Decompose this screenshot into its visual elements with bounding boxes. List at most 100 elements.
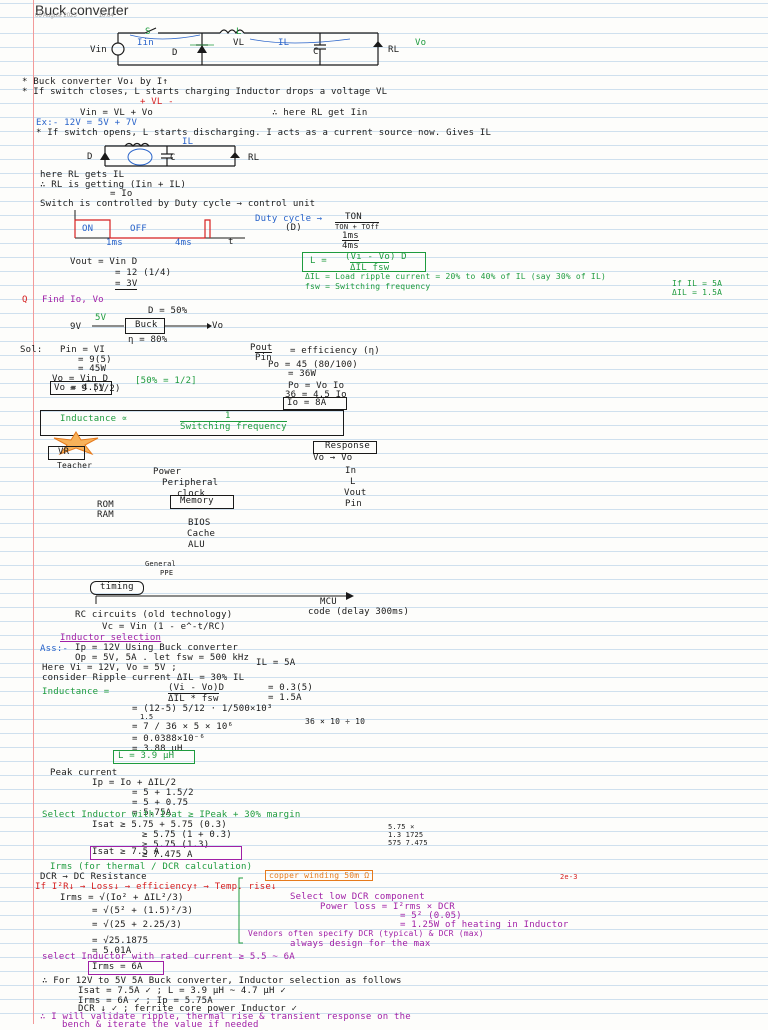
circuit2-il: IL [182, 137, 194, 147]
l-formula-lhs: L = [310, 256, 327, 266]
resp-l: L [350, 477, 356, 487]
inductance-box [40, 410, 344, 436]
final-title: select Inductor with rated current ≥ 5.5… [42, 952, 295, 962]
vo-result-box [50, 381, 112, 395]
q-po2: = 36W [288, 369, 317, 379]
selection-s6: = 1.5A [268, 693, 302, 703]
l-formula-den: ΔIL fsw [350, 262, 390, 273]
mcu-code: code (delay 300ms) [308, 607, 410, 617]
duty-eq2-num: 1ms [342, 231, 359, 241]
selection-ass: Ass:- [40, 644, 69, 654]
q-pout: Pout [250, 343, 273, 353]
q-po-io: Po = Vo Io [288, 381, 345, 391]
ripple-if: If IL = 5A [672, 279, 723, 288]
ind2-l1-num: (Vi - Vo)D [168, 683, 225, 693]
l-result-box [113, 750, 195, 764]
rms-r5: = 5.01A [92, 946, 132, 956]
vout-eq1: Vout = Vin D [70, 257, 138, 267]
rms-2e3: 2e-3 [560, 873, 578, 881]
selection-title: Inductor selection [60, 633, 162, 643]
ind2-l6: L = 3.9 µH [118, 751, 175, 761]
rms-r2: = √(5² + (1.5)²/3) [92, 906, 194, 916]
final-c4: DCR ↓ ✓ ; ferrite core power Inductor ✓ [78, 1004, 298, 1014]
circuit1-vin: Vin [90, 45, 107, 55]
final-c3: Irms = 6A ✓ ; Ip = 5.75A [78, 996, 213, 1006]
duty-d: (D) [285, 223, 302, 233]
resp-in: In [345, 466, 357, 476]
peak-p2: = 5 + 1.5/2 [132, 788, 194, 798]
isat-box [90, 846, 242, 860]
duty-t2: 4ms [175, 238, 192, 248]
mcu-vc: Vc = Vin (1 - e^-t/RC) [102, 622, 226, 632]
peak-title: Peak current [50, 768, 118, 778]
selection-s1: Ip = 12V Using Buck converter [75, 643, 238, 653]
inductance-num: 1 [225, 411, 231, 421]
q-pin-den: Pin [255, 352, 272, 363]
buck-arrows [92, 323, 212, 329]
timing-arrow [95, 592, 354, 604]
note-example: Ex:- 12V = 5V + 7V [36, 118, 138, 128]
ind2-l3b: 36 × 10 ÷ 10 [305, 717, 366, 726]
circuit1-iin: Iin [137, 38, 154, 48]
q-d50: D = 50% [148, 306, 188, 316]
rms-ploss3: = 1.25W of heating in Inductor [400, 920, 569, 930]
final-box: Irms = 6A [92, 962, 143, 972]
q-9v: 9V [70, 322, 82, 332]
discharge-circuit-diagram [100, 142, 240, 167]
sel2-a3: ≥ 5.75 (1.3) [142, 840, 210, 850]
sel2-a4: ≥ 7.475 A [142, 850, 193, 860]
mcu-general: General [145, 560, 176, 568]
fsw-def: fsw = Switching frequency [305, 282, 431, 291]
margin-line [33, 0, 34, 1024]
circuit2-c: C [170, 153, 176, 163]
circuit2-d: D [87, 152, 93, 162]
q-po: Po = 45 (80/100) [268, 360, 358, 370]
io-result-box [283, 397, 347, 410]
l-formula-num: (Vi - Vo) D [345, 252, 407, 262]
q-vo-eq2: = 9 (1/2) [70, 384, 121, 394]
peak-p1: Ip = Io + ΔIL/2 [92, 778, 177, 788]
duty-eq2-den: 4ms [342, 240, 359, 251]
rms-dcr: DCR → DC Resistance [40, 872, 147, 882]
rms-vendors: Vendors often specify DCR (typical) & DC… [248, 929, 484, 938]
ind2-l3: = 7 / 36 × 5 × 10⁶ [132, 722, 234, 732]
q-vo-eq: Vo = Vin D [52, 374, 109, 384]
circuit1-vo: Vo [415, 38, 427, 48]
rms-copper: copper winding 50m Ω [265, 870, 374, 881]
q-pin3: = 45W [78, 364, 107, 374]
selection-s3b: IL = 5A [256, 658, 296, 668]
q-eff: = efficiency (η) [290, 346, 380, 356]
note-io: = Io [110, 189, 133, 199]
duty-off: OFF [130, 224, 147, 234]
inductance-den: Switching frequency [180, 421, 287, 432]
mcu-bios: BIOS [188, 518, 211, 528]
sel2-title: Select Inductor with Isat ≥ IPeak + 30% … [42, 810, 301, 820]
circuit1-il: IL [278, 38, 290, 48]
duty-on: ON [82, 224, 94, 234]
rms-ploss2: = 5² (0.05) [400, 911, 462, 921]
note-vin-eq: Vin = VL + Vo [80, 108, 154, 118]
ind2-l2: = (12-5) 5/12 · 1/500×10³ [132, 704, 273, 714]
circuit1-c: C [313, 47, 319, 57]
q-io-result: Io = 8A [287, 398, 327, 408]
final-c2: Isat = 7.5A ✓ ; L = 3.9 µH ~ 4.7 µH ✓ [78, 986, 286, 996]
ind2-l4: = 0.0388×10⁻⁶ [132, 734, 206, 744]
mcu-alu: ALU [188, 540, 205, 550]
circuit1-s: S [145, 27, 151, 37]
resp-vout: Vout [344, 488, 367, 498]
selection-s5: = 0.3(5) [268, 683, 313, 693]
ind2-l5: = 3.88 µH [132, 744, 183, 754]
memory-box [170, 495, 234, 509]
q-36: 36 = 4.5 Io [285, 390, 347, 400]
selection-s3: Here Vi = 12V, Vo = 5V ; [42, 663, 177, 673]
circuit1-l: L [236, 27, 242, 37]
q-pin: Pin = VI [60, 345, 105, 355]
final-c6: bench & iterate the value if needed [62, 1020, 259, 1030]
vr-label: VR [58, 447, 70, 457]
rms-ploss: Power loss = I²rms × DCR [320, 902, 455, 912]
buck-circuit-diagram [111, 27, 383, 66]
circuit2-rl: RL [248, 153, 260, 163]
l-formula-box [302, 252, 426, 272]
resp-pin: Pin [345, 499, 362, 509]
sel2-side: 5.75 × 1.3 1725 575 7.475 [388, 823, 428, 847]
